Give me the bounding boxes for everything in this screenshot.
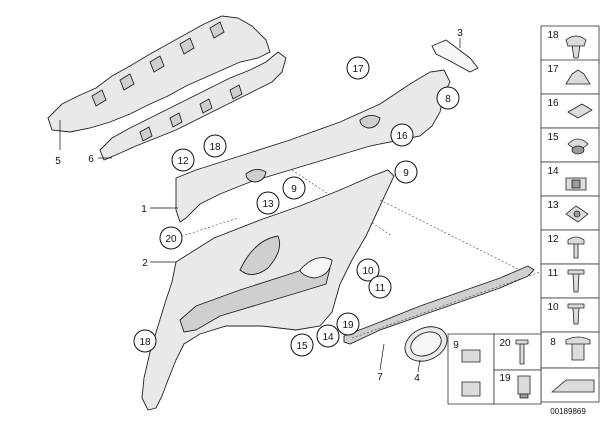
fastener-legend: 18 17 16 15 14 13 xyxy=(540,25,600,403)
legend-9[interactable]: 9 xyxy=(453,340,481,397)
svg-text:19: 19 xyxy=(342,320,354,331)
expansion-clip-icon xyxy=(517,375,531,395)
svg-text:9: 9 xyxy=(453,340,459,351)
svg-text:18: 18 xyxy=(139,337,151,348)
push-clip-icon xyxy=(565,35,587,59)
bracket-part-3 xyxy=(431,38,479,73)
svg-text:14: 14 xyxy=(547,166,559,177)
svg-text:20: 20 xyxy=(165,234,177,245)
callout-12[interactable]: 12 xyxy=(171,148,195,172)
callout-9-center[interactable]: 9 xyxy=(282,176,306,200)
callout-15[interactable]: 15 xyxy=(290,333,314,357)
legend-11[interactable]: 11 xyxy=(548,268,585,293)
svg-text:15: 15 xyxy=(296,341,308,352)
svg-text:10: 10 xyxy=(362,266,374,277)
svg-text:9: 9 xyxy=(291,184,297,195)
legend-20[interactable]: 20 xyxy=(499,338,529,365)
bolt-washer-icon xyxy=(567,236,585,259)
label-3[interactable]: 3 xyxy=(457,28,463,39)
svg-text:13: 13 xyxy=(262,199,274,210)
label-1[interactable]: 1 xyxy=(141,204,147,215)
arrow-icon xyxy=(550,379,595,393)
legend-13[interactable]: 13 xyxy=(547,200,589,223)
svg-text:12: 12 xyxy=(177,156,189,167)
label-4[interactable]: 4 xyxy=(414,373,420,384)
svg-text:8: 8 xyxy=(550,337,556,348)
legend-14[interactable]: 14 xyxy=(547,166,587,191)
svg-text:14: 14 xyxy=(322,332,334,343)
callout-13[interactable]: 13 xyxy=(256,191,280,215)
callout-18-bottom[interactable]: 18 xyxy=(133,329,157,353)
bottom-legend: 9 20 19 xyxy=(447,333,542,405)
screw-icon xyxy=(567,269,585,293)
callout-18-top[interactable]: 18 xyxy=(203,134,227,158)
svg-text:9: 9 xyxy=(403,168,409,179)
rivet-plug-alt-icon xyxy=(461,381,481,397)
rivet-plug-icon xyxy=(461,349,481,363)
svg-text:10: 10 xyxy=(547,302,559,313)
svg-text:8: 8 xyxy=(445,94,451,105)
svg-text:16: 16 xyxy=(547,98,559,109)
upper-trim-panel xyxy=(150,69,451,237)
callout-10[interactable]: 10 xyxy=(356,258,380,282)
callout-11[interactable]: 11 xyxy=(368,275,392,299)
callout-20[interactable]: 20 xyxy=(159,226,183,250)
strip-clip-icon xyxy=(567,103,593,119)
svg-text:15: 15 xyxy=(547,132,559,143)
svg-text:13: 13 xyxy=(547,200,559,211)
insulation-strip-upper xyxy=(47,15,271,150)
legend-10[interactable]: 10 xyxy=(547,302,585,325)
legend-12[interactable]: 12 xyxy=(547,234,585,259)
label-2[interactable]: 2 xyxy=(142,258,148,269)
label-6[interactable]: 6 xyxy=(88,154,94,165)
lower-trim-panel xyxy=(141,169,395,411)
sill-strip xyxy=(343,265,541,371)
label-5[interactable]: 5 xyxy=(55,156,61,167)
svg-text:19: 19 xyxy=(499,373,511,384)
label-7[interactable]: 7 xyxy=(377,372,383,383)
callout-19[interactable]: 19 xyxy=(336,312,360,336)
svg-text:20: 20 xyxy=(499,338,511,349)
pin-icon xyxy=(515,339,529,365)
orientation-arrow-tile xyxy=(550,379,595,393)
svg-text:17: 17 xyxy=(352,64,364,75)
callout-17[interactable]: 17 xyxy=(346,56,370,80)
legend-16[interactable]: 16 xyxy=(547,98,593,119)
svg-text:18: 18 xyxy=(209,142,221,153)
legend-17[interactable]: 17 xyxy=(547,64,591,85)
insulation-strip-lower xyxy=(98,51,287,161)
svg-text:17: 17 xyxy=(547,64,559,75)
callout-14[interactable]: 14 xyxy=(316,324,340,348)
star-clip-icon xyxy=(565,69,591,85)
callout-16[interactable]: 16 xyxy=(390,123,414,147)
svg-text:11: 11 xyxy=(375,283,386,294)
legend-15[interactable]: 15 xyxy=(547,132,589,155)
legend-19[interactable]: 19 xyxy=(499,373,531,399)
legend-18[interactable]: 18 xyxy=(547,30,587,59)
cap-plug-icon xyxy=(565,336,591,361)
callout-9-right[interactable]: 9 xyxy=(394,160,418,184)
svg-text:16: 16 xyxy=(396,131,408,142)
svg-text:18: 18 xyxy=(547,30,559,41)
svg-text:11: 11 xyxy=(548,268,559,279)
callout-8-upper[interactable]: 8 xyxy=(436,86,460,110)
svg-text:12: 12 xyxy=(547,234,559,245)
reference-number: 00189869 xyxy=(550,407,586,416)
speaker-cover xyxy=(404,326,448,373)
legend-8[interactable]: 8 xyxy=(550,336,591,361)
screw-small-icon xyxy=(567,303,585,325)
